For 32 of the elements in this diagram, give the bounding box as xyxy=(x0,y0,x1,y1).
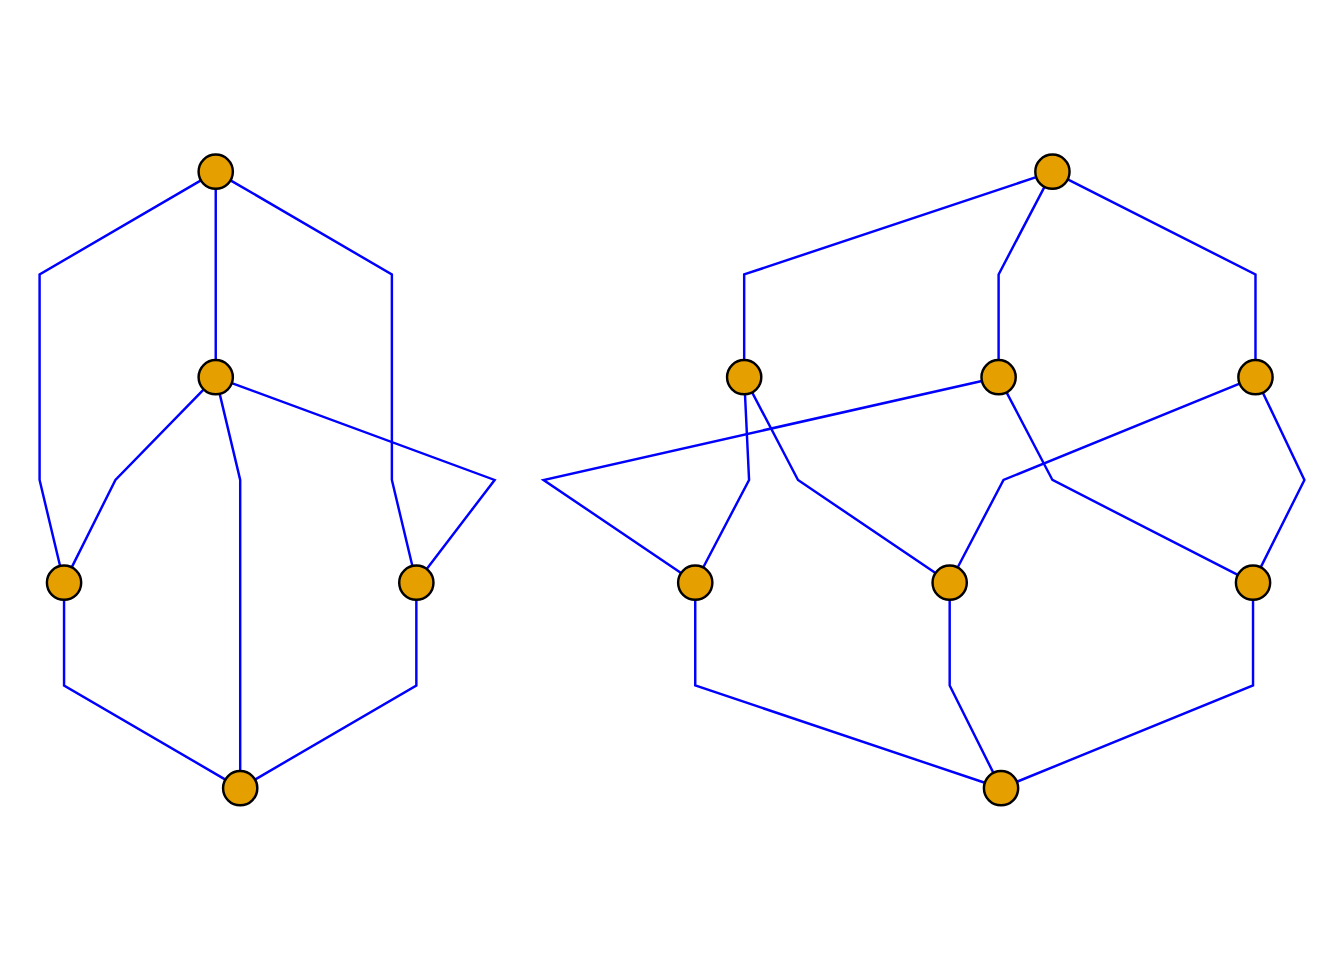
node-circle xyxy=(980,358,1017,396)
connector xyxy=(956,382,1241,569)
node-circle xyxy=(982,769,1020,807)
connector xyxy=(1005,391,1239,577)
connector xyxy=(1067,178,1257,361)
connector xyxy=(751,391,937,575)
node-circle xyxy=(1237,358,1274,396)
node-circle xyxy=(1234,564,1272,602)
connector xyxy=(948,599,995,774)
connector xyxy=(694,599,986,784)
connector xyxy=(254,599,418,781)
connector xyxy=(229,179,414,567)
connector xyxy=(1016,599,1255,783)
connector xyxy=(1259,392,1306,568)
node-circle xyxy=(197,153,235,191)
node-circle xyxy=(197,358,235,396)
connector xyxy=(742,176,1037,361)
connector xyxy=(997,186,1046,361)
connector xyxy=(702,394,751,569)
node-circle xyxy=(725,358,763,396)
node-circle xyxy=(221,769,259,807)
connector xyxy=(62,599,227,781)
connector xyxy=(70,388,205,568)
connector xyxy=(214,188,217,361)
node-circle xyxy=(931,564,969,602)
connector xyxy=(231,382,497,570)
node-circle xyxy=(45,564,83,602)
node-circle xyxy=(676,564,714,602)
node-circle xyxy=(398,564,435,602)
node-circle xyxy=(1034,153,1071,191)
connector xyxy=(218,393,242,772)
connector xyxy=(38,179,202,567)
